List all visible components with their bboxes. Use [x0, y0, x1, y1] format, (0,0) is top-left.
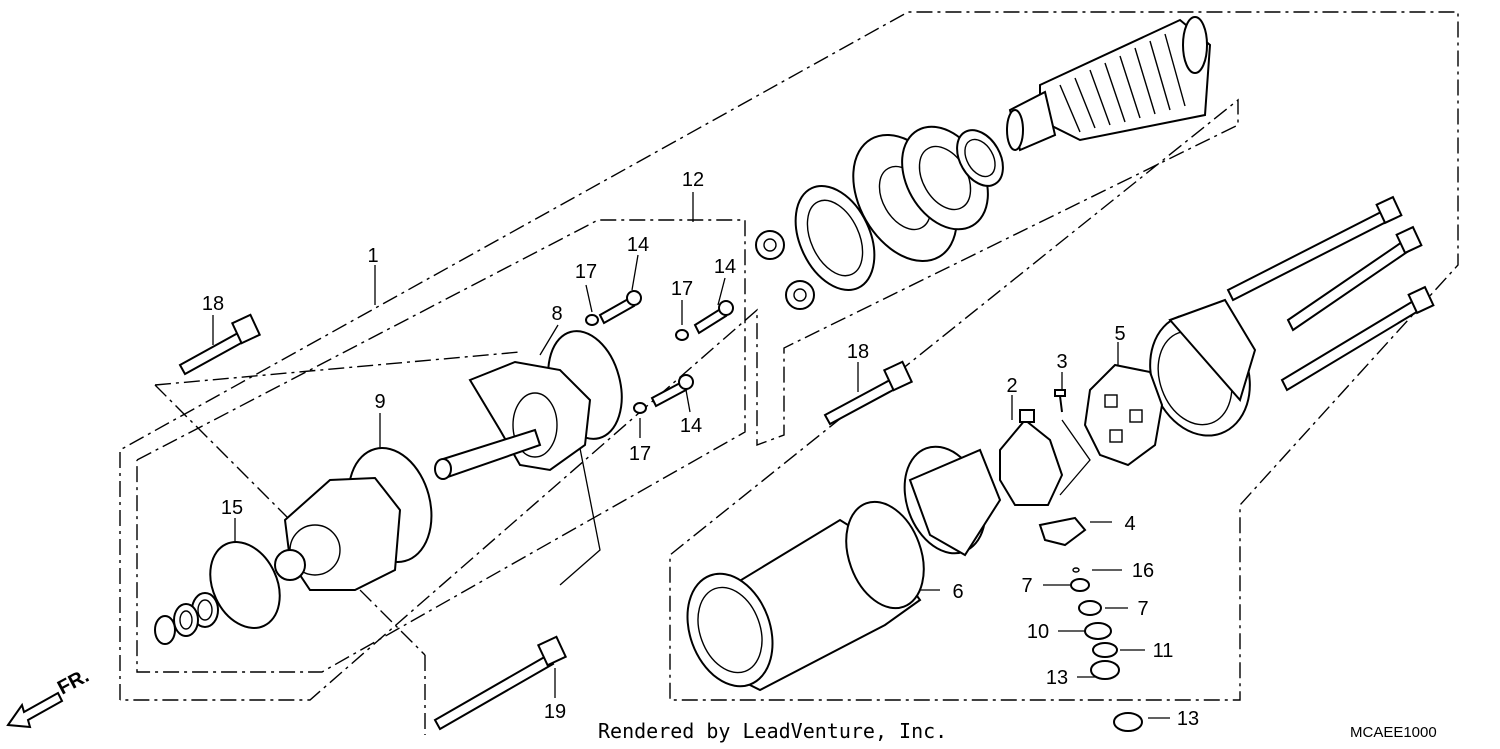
callout-18-a: 18: [202, 293, 224, 315]
front-direction-arrow: FR.: [6, 665, 93, 729]
callout-17-b: 17: [671, 278, 693, 300]
front-direction-label: FR.: [54, 665, 93, 700]
rendered-by-credit: Rendered by LeadVenture, Inc.: [598, 719, 947, 743]
callout-4: 4: [1124, 513, 1135, 535]
drive-housing: [274, 447, 433, 591]
callout-3: 3: [1056, 351, 1067, 373]
callout-15: 15: [221, 497, 243, 519]
gear-plate: [755, 125, 1004, 310]
callout-2: 2: [1006, 375, 1017, 397]
callout-6: 6: [952, 581, 963, 603]
callout-11: 11: [1153, 640, 1174, 662]
armature: [1006, 16, 1212, 152]
callout-14-c: 14: [680, 415, 702, 437]
callout-16: 16: [1132, 560, 1154, 582]
callout-7-a: 7: [1021, 575, 1032, 597]
through-bolts: [1226, 195, 1435, 392]
assembly-boundaries: [119, 11, 1459, 735]
callout-18-b: 18: [847, 341, 869, 363]
motor-case: [686, 445, 1002, 692]
callout-8: 8: [551, 303, 562, 325]
bolt-19-dash: [154, 384, 426, 656]
callout-13-b: 13: [1177, 708, 1199, 730]
mount-bolts: [178, 313, 914, 731]
small-bolts: [585, 290, 734, 414]
rear-cover: [1149, 298, 1257, 437]
callout-1: 1: [367, 245, 378, 267]
callout-10: 10: [1027, 621, 1049, 643]
callouts: 1 2 3 4 5 6 7 7 8 9 10 11 12 13 13 14 14…: [202, 169, 1199, 730]
diagram-code: MCAEE1000: [1350, 724, 1437, 741]
assembly-12-boundary: [136, 219, 746, 673]
callout-12: 12: [682, 169, 704, 191]
callout-17-c: 17: [629, 443, 651, 465]
o-ring-clips: [154, 541, 281, 645]
callout-17-a: 17: [575, 261, 597, 283]
assembly-1-boundary: [119, 11, 1459, 701]
callout-7-b: 7: [1137, 598, 1148, 620]
callout-19: 19: [544, 701, 566, 723]
callout-5: 5: [1114, 323, 1125, 345]
callout-14-a: 14: [627, 234, 649, 256]
washer-stack: [1070, 567, 1143, 732]
brush-terminal: [999, 389, 1087, 547]
callout-9: 9: [374, 391, 385, 413]
callout-14-b: 14: [714, 256, 736, 278]
front-bracket: [434, 330, 623, 480]
assembly-1-leader: [154, 351, 521, 386]
brush-holder: [1083, 363, 1164, 467]
callout-13-a: 13: [1046, 667, 1068, 689]
